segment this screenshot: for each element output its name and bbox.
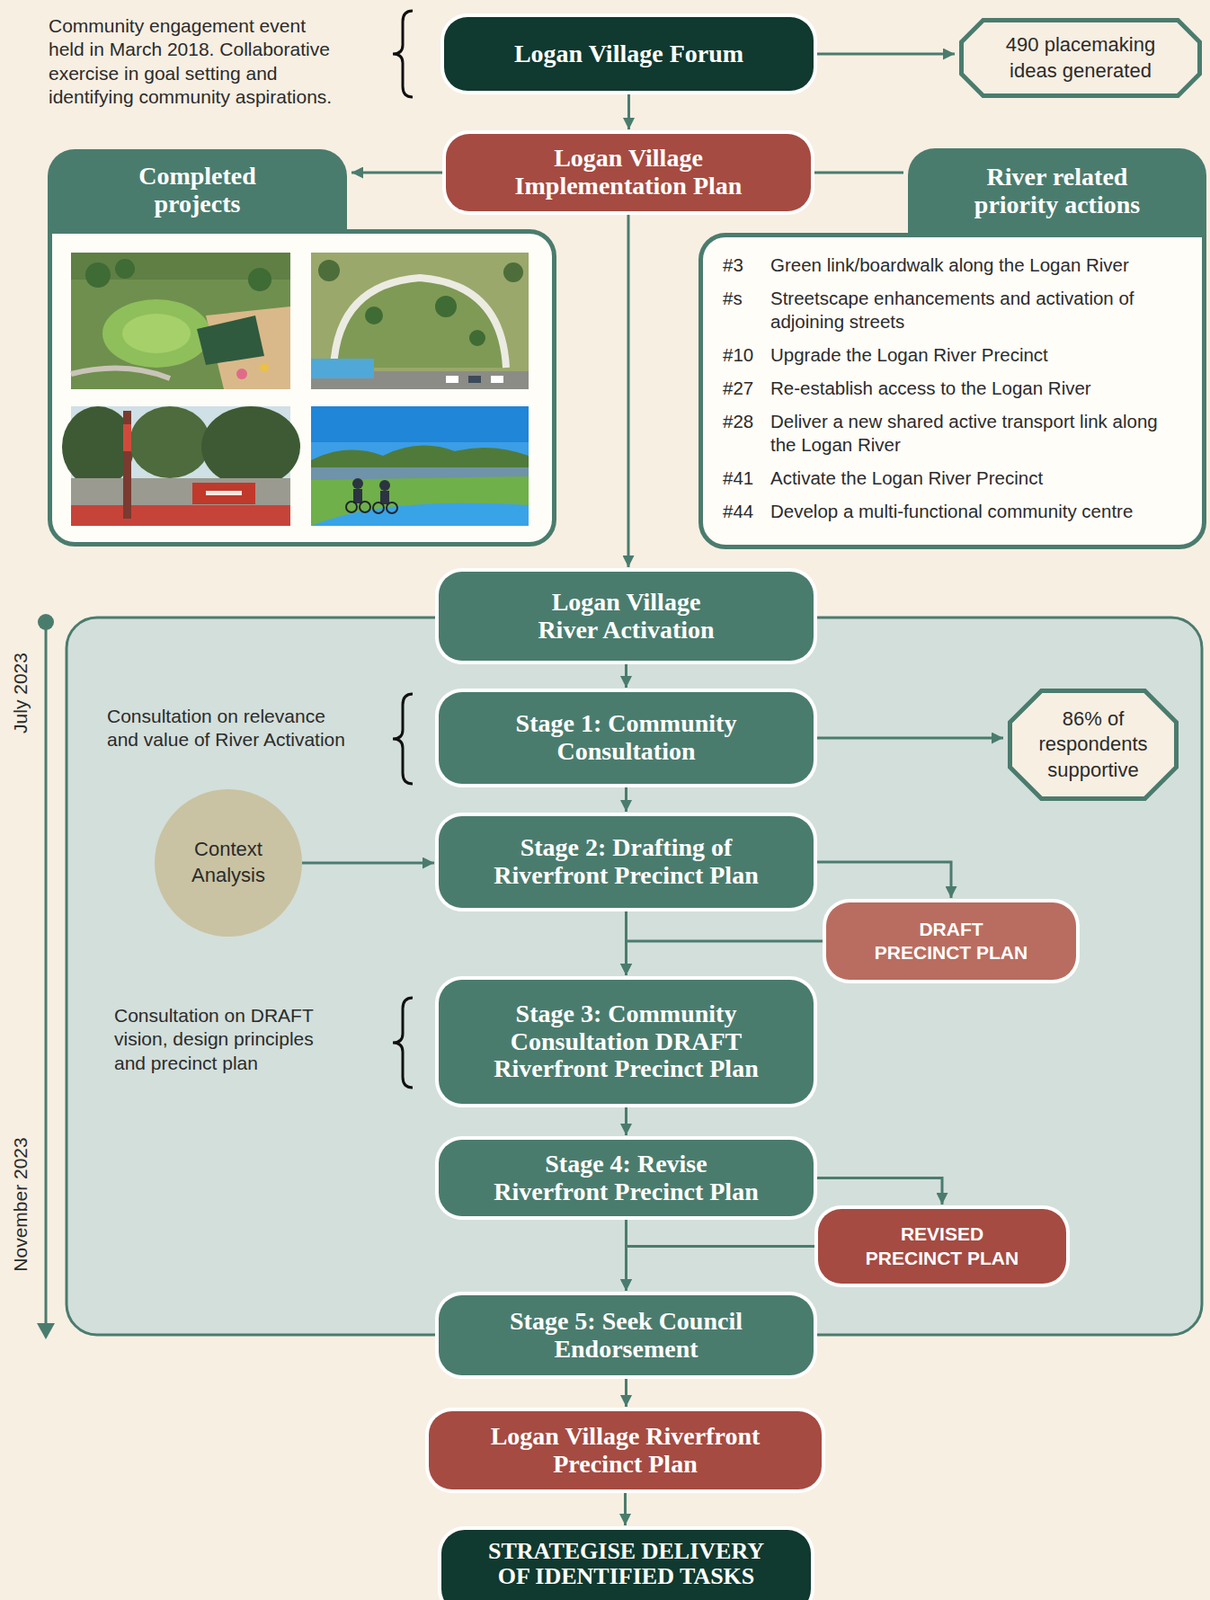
- photo-park: [71, 252, 291, 390]
- stage-box: Stage 5: Seek Council Endorsement: [438, 1295, 814, 1376]
- photo-trail: [62, 406, 301, 526]
- connector: [302, 862, 435, 865]
- panel-heading: Completed projects: [115, 162, 280, 219]
- stage-box: Stage 4: Revise Riverfront Precinct Plan: [438, 1139, 814, 1217]
- list-row: #3Green link/boardwalk along the Logan R…: [722, 253, 1186, 277]
- list-text: Green link/boardwalk along the Logan Riv…: [770, 253, 1186, 277]
- connector: [624, 1375, 628, 1407]
- analysis-circle: Context Analysis: [154, 789, 303, 937]
- connector: [351, 171, 446, 175]
- box-text: Logan Village Forum: [514, 40, 744, 69]
- photo-lawn: [311, 252, 529, 390]
- list-text: Develop a multi-functional community cen…: [770, 499, 1186, 524]
- box-text: REVISED PRECINCT PLAN: [862, 1222, 1023, 1271]
- list-number: #27: [722, 376, 771, 401]
- connector: [624, 1103, 628, 1136]
- region-background: [66, 617, 1202, 1335]
- timeline-arrowhead: [36, 1323, 55, 1340]
- octagon-shape: [1010, 691, 1177, 800]
- stage-box: Stage 1: Community Consultation: [438, 692, 814, 784]
- list-row: #27Re-establish access to the Logan Rive…: [722, 376, 1186, 401]
- list-number: #3: [722, 253, 771, 277]
- list-row: #44Develop a multi-functional community …: [722, 499, 1186, 524]
- list-number: #s: [722, 286, 771, 334]
- connector: [813, 53, 955, 56]
- list-number: #28: [722, 409, 771, 457]
- connector: [627, 211, 631, 568]
- connector: [626, 1246, 819, 1292]
- box-text: STRATEGISE DELIVERY OF IDENTIFIED TASKS: [477, 1539, 775, 1590]
- projects-panel: Completed projects: [47, 149, 557, 547]
- brace: [392, 693, 413, 784]
- list-row: #sStreetscape enhancements and activatio…: [722, 286, 1186, 334]
- list-text: Upgrade the Logan River Precinct: [770, 343, 1186, 367]
- stage-box: Stage 3: Community Consultation DRAFT Ri…: [438, 979, 814, 1104]
- timeline-label: November 2023: [8, 1105, 33, 1304]
- callout-text: 490 placemaking ideas generated: [995, 32, 1166, 84]
- project-photos: [52, 233, 552, 543]
- list-number: #44: [722, 499, 771, 524]
- list-number: #41: [722, 466, 771, 490]
- list-text: Deliver a new shared active transport li…: [770, 409, 1186, 457]
- list-text: Streetscape enhancements and activation …: [770, 286, 1186, 334]
- octagon-shape: [961, 20, 1201, 97]
- panel-body: [47, 229, 557, 547]
- panel-body: #3Green link/boardwalk along the Logan R…: [698, 232, 1207, 550]
- photo-river-path: [311, 406, 529, 526]
- circle-text: Context Analysis: [174, 836, 283, 889]
- start-box: Logan Village Forum: [444, 17, 814, 91]
- note-text: Consultation on relevance and value of R…: [106, 704, 350, 753]
- connector: [627, 90, 631, 130]
- box-text: Stage 4: Revise Riverfront Precinct Plan: [488, 1150, 765, 1207]
- list-text: Re-establish access to the Logan River: [770, 376, 1186, 401]
- plan-box: Logan Village Implementation Plan: [445, 133, 811, 212]
- panel-tab: River related priority actions: [907, 148, 1207, 235]
- actions-panel: River related priority actions #3Green li…: [698, 148, 1207, 550]
- result-box: Logan Village Riverfront Precinct Plan: [428, 1411, 822, 1490]
- list-row: #41Activate the Logan River Precinct: [722, 466, 1186, 490]
- connector: [624, 660, 628, 688]
- box-text: Stage 1: Community Consultation: [472, 710, 780, 766]
- note-text: Consultation on DRAFT vision, design pri…: [114, 1004, 335, 1076]
- timeline-line: [44, 622, 48, 1327]
- connector: [810, 171, 904, 175]
- connector: [813, 1178, 943, 1206]
- box-text: DRAFT PRECINCT PLAN: [871, 917, 1032, 966]
- octagon-callout: 490 placemaking ideas generated: [959, 17, 1202, 98]
- connector: [813, 862, 952, 899]
- box-text: Stage 5: Seek Council Endorsement: [472, 1307, 780, 1364]
- connector: [626, 941, 828, 976]
- list-row: #10Upgrade the Logan River Precinct: [722, 343, 1186, 367]
- brace: [392, 10, 413, 98]
- list-text: Activate the Logan River Precinct: [770, 466, 1186, 490]
- list-row: #28Deliver a new shared active transport…: [722, 409, 1186, 457]
- box-text: Logan Village Riverfront Precinct Plan: [464, 1423, 786, 1479]
- brace: [392, 997, 413, 1088]
- connector: [623, 1489, 627, 1526]
- connector: [813, 737, 1004, 740]
- output-box: DRAFT PRECINCT PLAN: [826, 902, 1077, 980]
- region-heading: Logan Village River Activation: [524, 588, 728, 645]
- note-text: Community engagement event held in March…: [48, 14, 346, 109]
- box-text: Stage 3: Community Consultation DRAFT Ri…: [472, 1000, 780, 1084]
- box-text: Logan Village Implementation Plan: [480, 144, 777, 201]
- list-number: #10: [722, 343, 771, 367]
- stage-box: Stage 2: Drafting of Riverfront Precinct…: [438, 816, 814, 908]
- panel-tab: Completed projects: [47, 149, 347, 232]
- activation-region: Logan Village River ActivationStage 1: C…: [66, 571, 1202, 1376]
- box-text: Stage 2: Drafting of Riverfront Precinct…: [472, 834, 780, 890]
- octagon-callout: 86% of respondents supportive: [1007, 688, 1179, 801]
- end-box: STRATEGISE DELIVERY OF IDENTIFIED TASKS: [441, 1530, 811, 1600]
- timeline-label: July 2023: [8, 594, 33, 792]
- panel-heading: River related priority actions: [958, 163, 1157, 220]
- region-header: Logan Village River Activation: [438, 571, 814, 661]
- callout-text: 86% of respondents supportive: [1032, 706, 1155, 784]
- output-box: REVISED PRECINCT PLAN: [818, 1209, 1067, 1284]
- octagon-outline: [959, 17, 1202, 98]
- connector: [624, 783, 628, 812]
